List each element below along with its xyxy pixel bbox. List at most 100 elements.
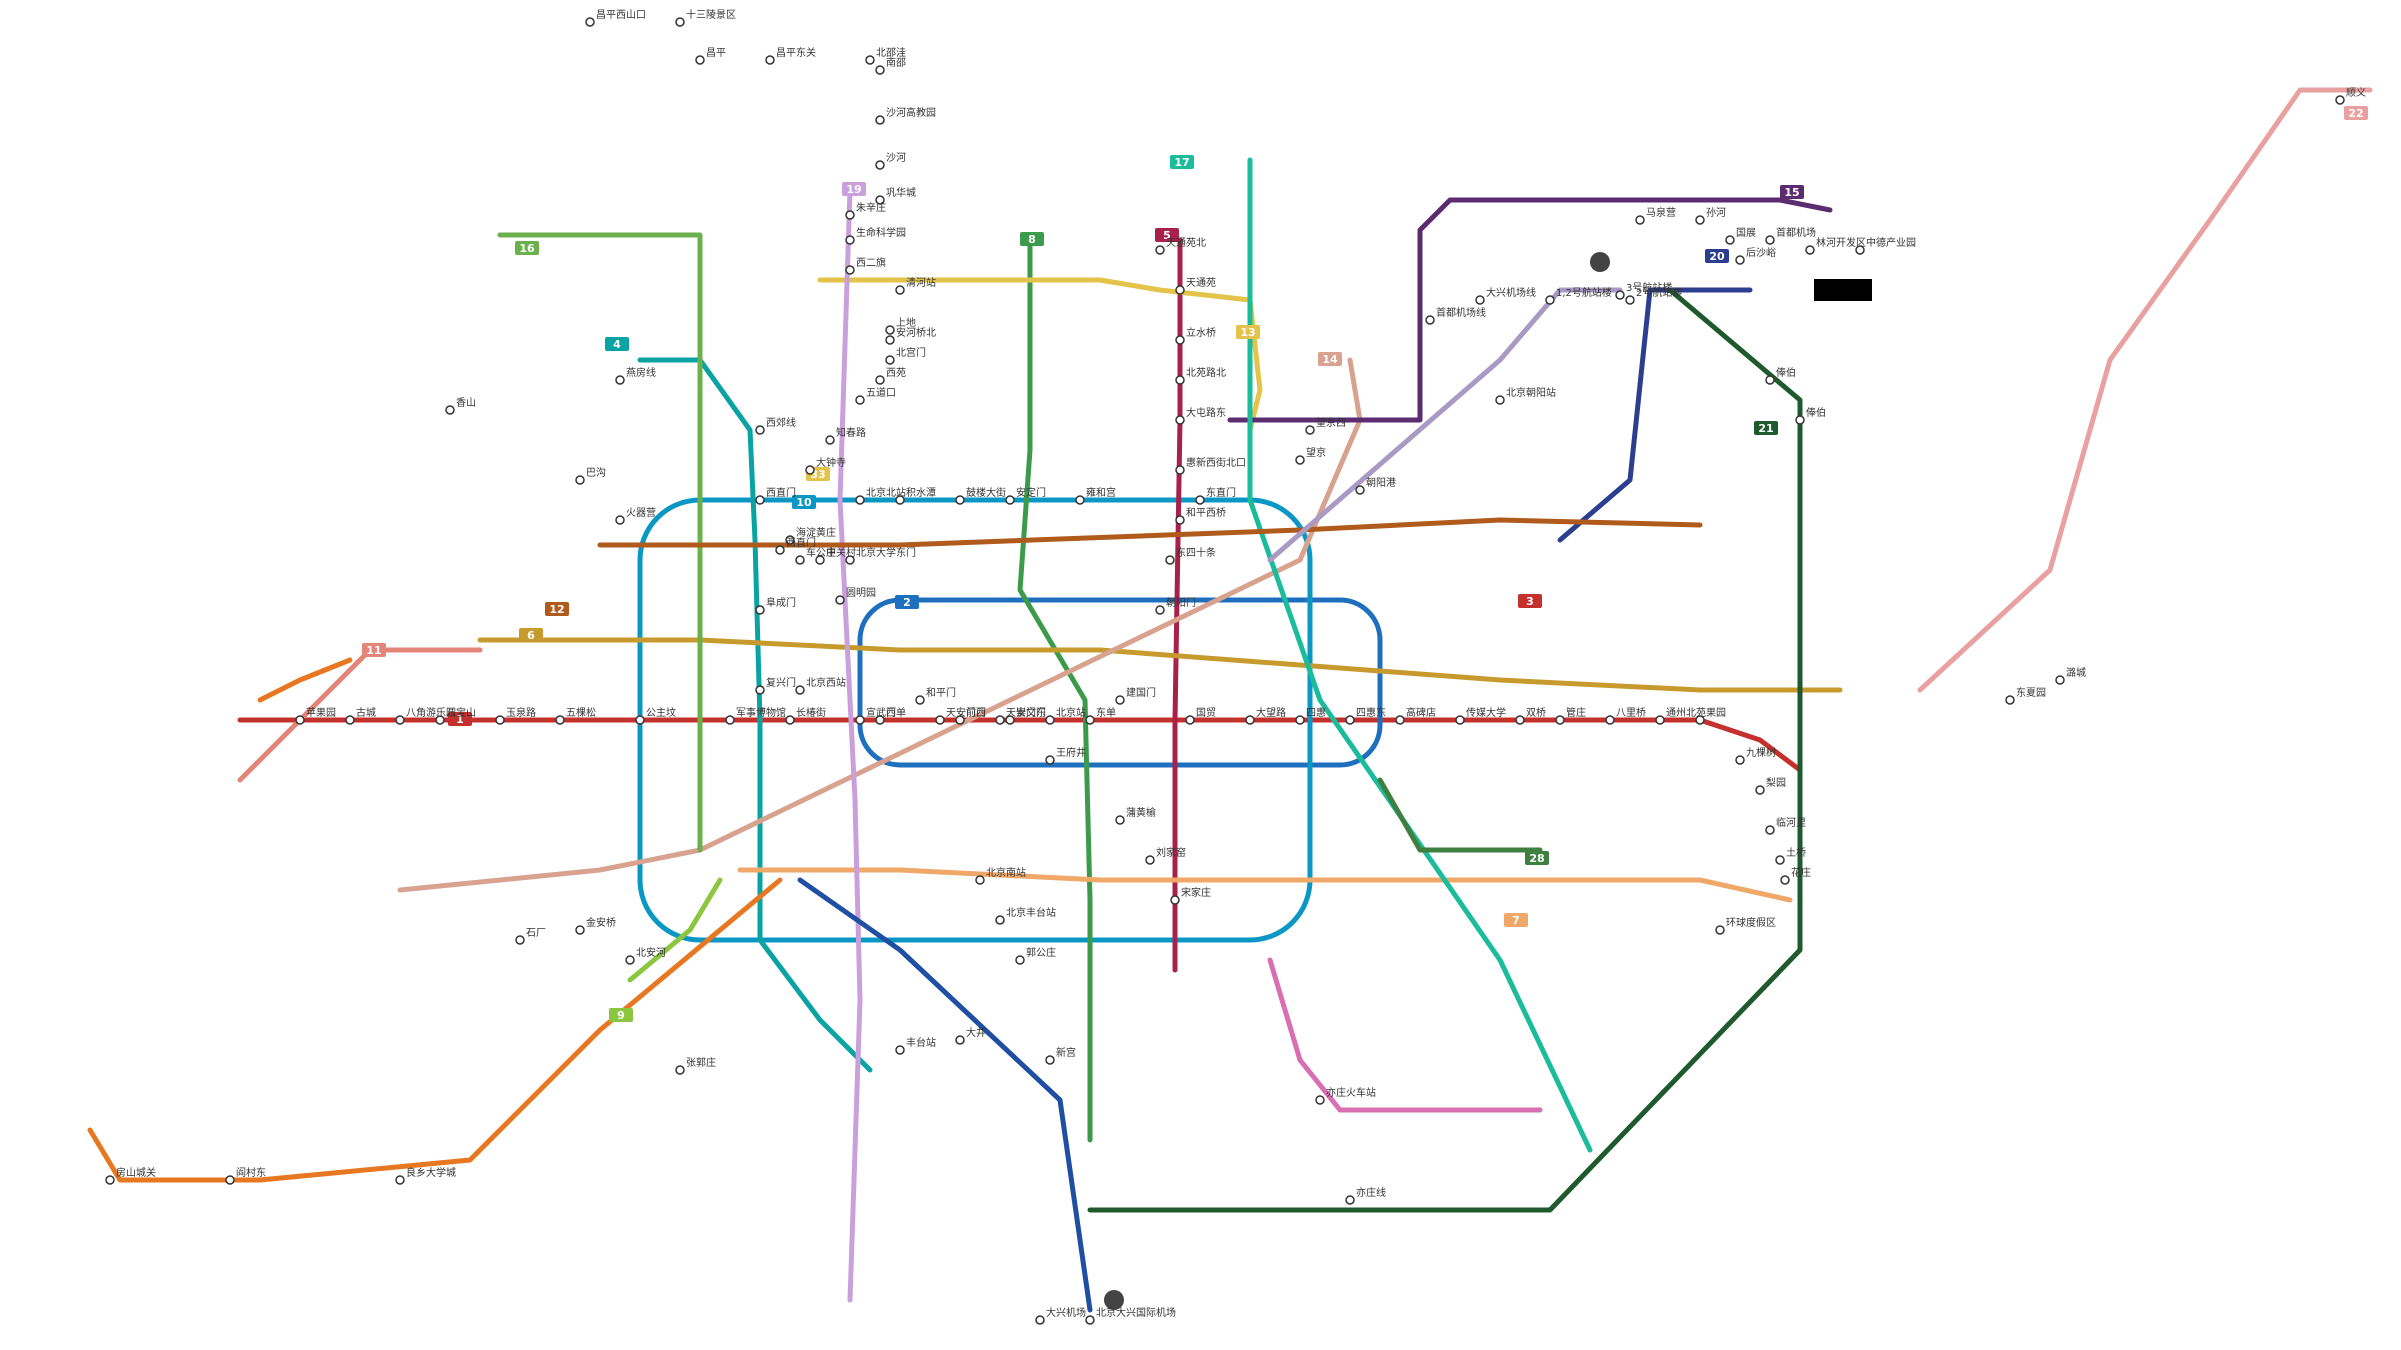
station[interactable]: 西单 bbox=[875, 707, 906, 725]
station-dot[interactable] bbox=[1765, 375, 1775, 385]
station[interactable]: 国贸 bbox=[1185, 707, 1216, 725]
station-dot[interactable] bbox=[755, 605, 765, 615]
station-dot[interactable] bbox=[1075, 495, 1085, 505]
station[interactable]: 良乡大学城 bbox=[395, 1166, 456, 1185]
station-dot[interactable] bbox=[1775, 855, 1785, 865]
station[interactable]: 首都机场线 bbox=[1425, 306, 1486, 325]
station[interactable]: 北邵洼 bbox=[865, 46, 906, 65]
station[interactable]: 昌平东关 bbox=[765, 46, 816, 65]
station[interactable]: 昌平西山口 bbox=[585, 9, 646, 27]
station-dot[interactable] bbox=[2055, 675, 2065, 685]
station[interactable]: 西直门 bbox=[755, 486, 796, 505]
station[interactable]: 西直门 bbox=[775, 536, 816, 555]
station[interactable]: 西苑 bbox=[875, 366, 906, 385]
station[interactable]: 大屯路东 bbox=[1175, 406, 1226, 425]
station[interactable]: 和平西桥 bbox=[1175, 507, 1226, 525]
station[interactable]: 安河桥北 bbox=[885, 326, 936, 345]
station[interactable]: 张郭庄 bbox=[675, 1056, 716, 1075]
station-dot[interactable] bbox=[585, 17, 595, 27]
station[interactable]: 土桥 bbox=[1775, 846, 1806, 865]
station-dot[interactable] bbox=[785, 535, 795, 545]
station-dot[interactable] bbox=[1555, 715, 1565, 725]
station[interactable]: 八里桥 bbox=[1605, 707, 1646, 725]
station[interactable]: 鼓楼大街 bbox=[955, 486, 1006, 505]
station[interactable]: 东四十条 bbox=[1165, 546, 1216, 565]
station[interactable]: 北京北站 bbox=[855, 486, 906, 505]
station-dot[interactable] bbox=[105, 1175, 115, 1185]
station[interactable]: 临河里 bbox=[1765, 816, 1806, 835]
station[interactable]: 天安门西 bbox=[935, 706, 986, 725]
station-dot[interactable] bbox=[675, 1065, 685, 1075]
station-dot[interactable] bbox=[875, 115, 885, 125]
station[interactable]: 首都机场 bbox=[1765, 226, 1816, 245]
station[interactable]: 沙河 bbox=[875, 152, 906, 170]
station-dot[interactable] bbox=[1755, 785, 1765, 795]
station[interactable]: 房山城关 bbox=[105, 1166, 156, 1185]
station[interactable]: 大望路 bbox=[1245, 706, 1286, 725]
station-dot[interactable] bbox=[445, 405, 455, 415]
station-dot[interactable] bbox=[615, 515, 625, 525]
station-dot[interactable] bbox=[1315, 1095, 1325, 1105]
station[interactable]: 蒲黄榆 bbox=[1115, 806, 1156, 825]
station[interactable]: 北京大学东门 bbox=[845, 546, 916, 565]
station-dot[interactable] bbox=[1195, 495, 1205, 505]
station-dot[interactable] bbox=[875, 195, 885, 205]
station-dot[interactable] bbox=[895, 1045, 905, 1055]
station[interactable]: 阜成门 bbox=[755, 596, 796, 615]
station-dot[interactable] bbox=[575, 475, 585, 485]
station-dot[interactable] bbox=[915, 695, 925, 705]
station[interactable]: 香山 bbox=[445, 397, 476, 415]
station-dot[interactable] bbox=[1305, 425, 1315, 435]
station[interactable]: 北京南站 bbox=[975, 866, 1026, 885]
station-dot[interactable] bbox=[1715, 925, 1725, 935]
station-dot[interactable] bbox=[895, 285, 905, 295]
station[interactable]: 阎村东 bbox=[225, 1166, 266, 1185]
station-dot[interactable] bbox=[1655, 715, 1665, 725]
station-dot[interactable] bbox=[575, 925, 585, 935]
station-dot[interactable] bbox=[1115, 695, 1125, 705]
station-dot[interactable] bbox=[1735, 255, 1745, 265]
station[interactable]: 3号航站楼 bbox=[1615, 281, 1672, 300]
station-dot[interactable] bbox=[1155, 245, 1165, 255]
station-dot[interactable] bbox=[1015, 955, 1025, 965]
station-dot[interactable] bbox=[1455, 715, 1465, 725]
station-dot[interactable] bbox=[2005, 695, 2015, 705]
station[interactable]: 金安桥 bbox=[575, 916, 616, 935]
station[interactable]: 俸伯 bbox=[1765, 366, 1796, 385]
station-dot[interactable] bbox=[855, 395, 865, 405]
station-dot[interactable] bbox=[1795, 415, 1805, 425]
station[interactable]: 北京大兴国际机场 bbox=[1085, 1306, 1176, 1325]
station[interactable]: 天通苑 bbox=[1175, 276, 1216, 295]
station[interactable]: 车公庄 bbox=[795, 546, 836, 565]
station-dot[interactable] bbox=[935, 715, 945, 725]
station-dot[interactable] bbox=[1175, 335, 1185, 345]
station-dot[interactable] bbox=[1035, 1315, 1045, 1325]
station[interactable]: 军事博物馆 bbox=[725, 706, 786, 725]
station[interactable]: 新宫 bbox=[1045, 1046, 1076, 1065]
station[interactable]: 四惠 bbox=[1295, 706, 1326, 725]
station-dot[interactable] bbox=[515, 935, 525, 945]
station[interactable]: 通州北苑 bbox=[1655, 706, 1706, 725]
station-dot[interactable] bbox=[1345, 1195, 1355, 1205]
station[interactable]: 果园 bbox=[1695, 707, 1726, 725]
station-dot[interactable] bbox=[1765, 235, 1775, 245]
station-dot[interactable] bbox=[1725, 235, 1735, 245]
station[interactable]: 西二旗 bbox=[845, 256, 886, 275]
station[interactable]: 亦庄线 bbox=[1345, 1186, 1386, 1205]
station-dot[interactable] bbox=[955, 495, 965, 505]
station[interactable]: 北京西站 bbox=[795, 676, 846, 695]
station[interactable]: 大兴机场 bbox=[1035, 1306, 1086, 1325]
station-dot[interactable] bbox=[555, 715, 565, 725]
station[interactable]: 北安河 bbox=[625, 946, 666, 965]
station-dot[interactable] bbox=[975, 875, 985, 885]
station-dot[interactable] bbox=[2335, 95, 2345, 105]
station-dot[interactable] bbox=[765, 55, 775, 65]
station-dot[interactable] bbox=[885, 355, 895, 365]
station[interactable]: 刘家窑 bbox=[1145, 846, 1186, 865]
station-dot[interactable] bbox=[1695, 715, 1705, 725]
station[interactable]: 北宫门 bbox=[885, 346, 926, 365]
station-dot[interactable] bbox=[785, 715, 795, 725]
station-dot[interactable] bbox=[1245, 715, 1255, 725]
station[interactable]: 十三陵景区 bbox=[675, 8, 736, 27]
station[interactable]: 林河开发区 bbox=[1805, 236, 1866, 255]
